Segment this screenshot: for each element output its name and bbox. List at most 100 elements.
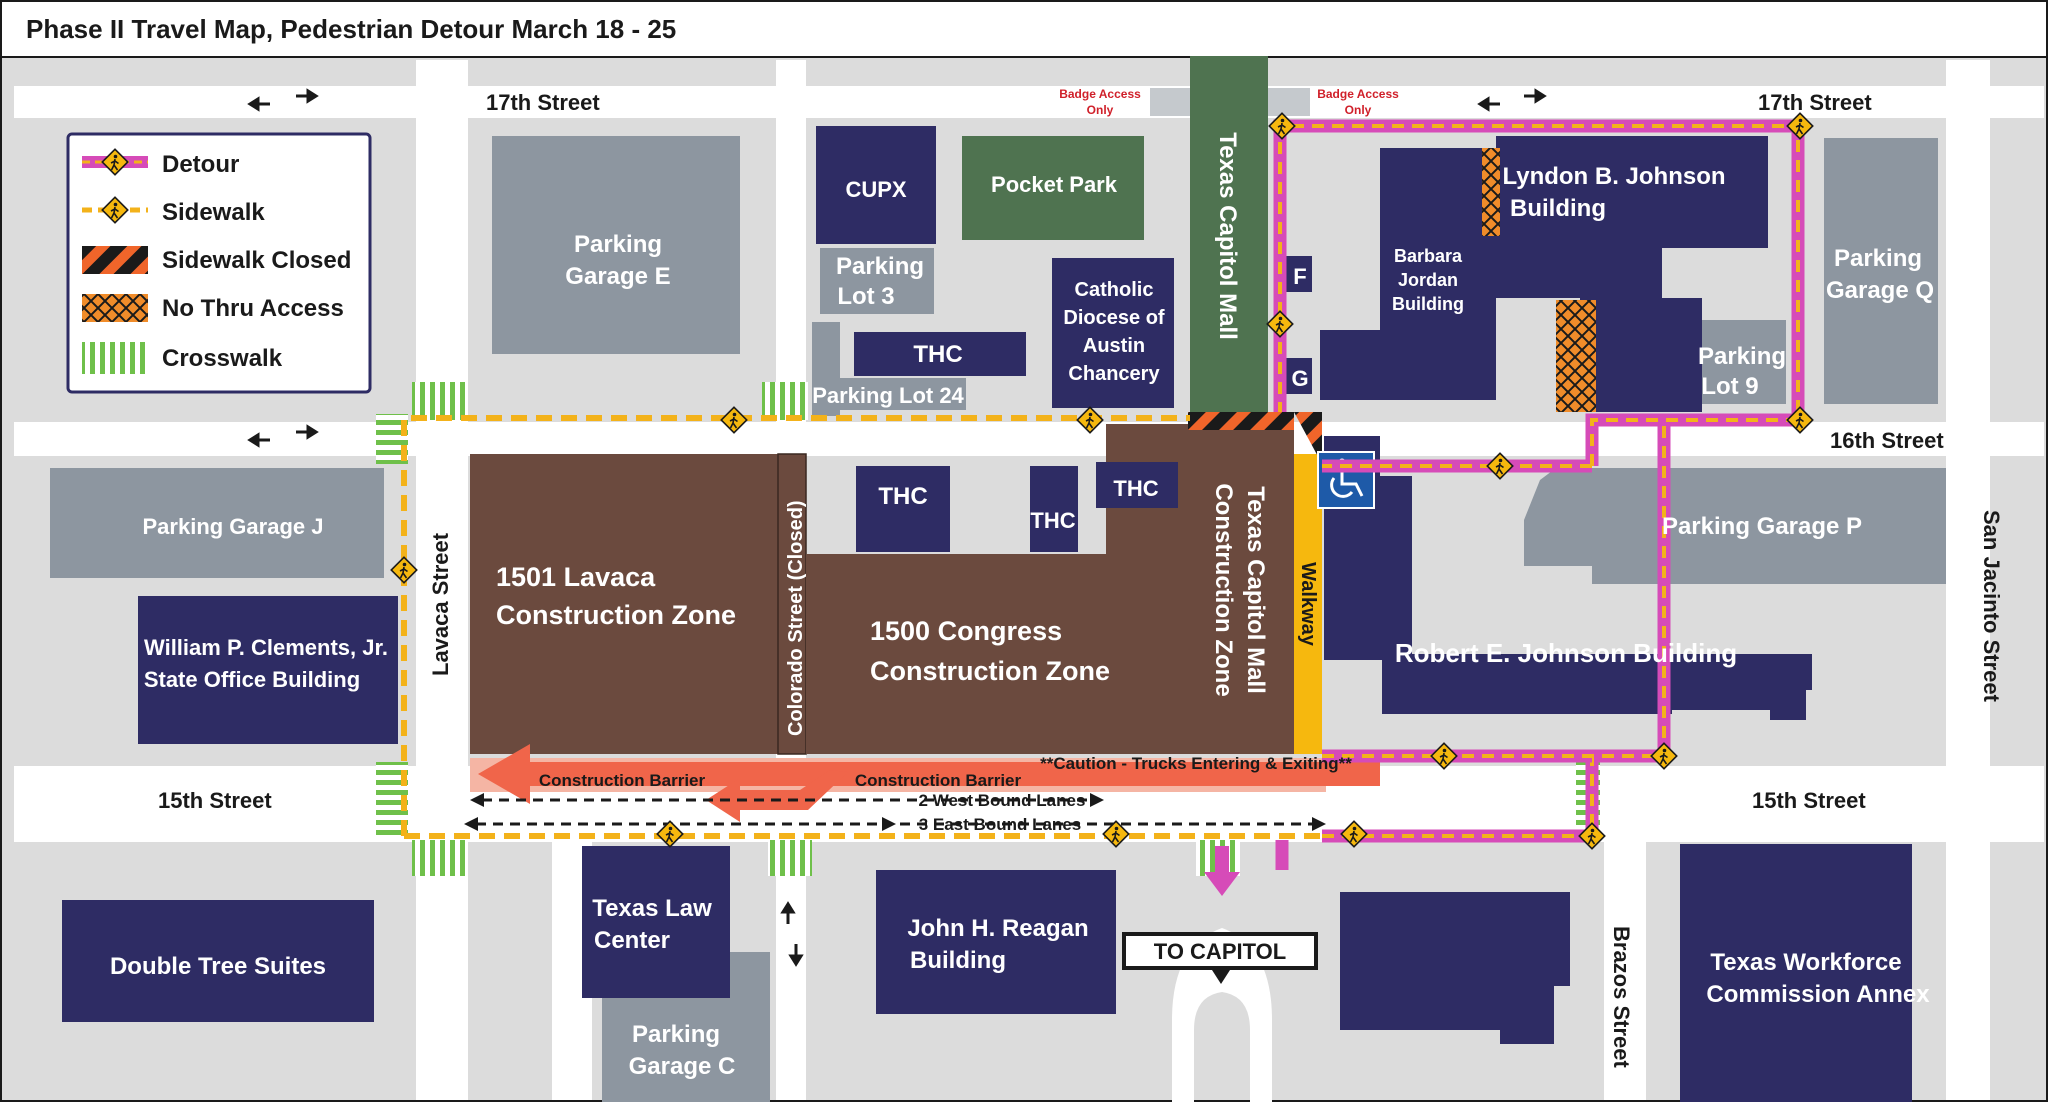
legend-no-thru-label: No Thru Access xyxy=(162,295,344,322)
parking-garage-q xyxy=(1824,138,1938,404)
texas-workforce-commission-annex xyxy=(1680,844,1912,1102)
legend-sidewalk-swatch xyxy=(82,196,148,224)
legend-closed-label: Sidewalk Closed xyxy=(162,247,351,274)
no-thru-access-barbara-jordan xyxy=(1556,300,1596,412)
thc-top-building xyxy=(854,332,1026,376)
badge-access-left: Only xyxy=(1087,103,1114,117)
legend: Detour Sidewalk Sidewalk Closed No Thru … xyxy=(66,132,372,394)
thc-b-label: THC xyxy=(1030,508,1075,533)
john-h-reagan-building xyxy=(876,870,1116,1014)
mall-zone-label: Texas Capitol Mall xyxy=(1242,486,1269,694)
texas-capitol-mall-label: Texas Capitol Mall xyxy=(1214,132,1241,340)
cupx-label: CUPX xyxy=(845,177,906,202)
street-san-jacinto: San Jacinto Street xyxy=(1979,510,2004,703)
catholic-chancery xyxy=(1052,258,1174,408)
crosswalk xyxy=(762,382,808,420)
parking-garage-q-label: Parking xyxy=(1834,245,1922,272)
parking-garage-c-label: Garage C xyxy=(629,1053,736,1080)
sidewalk-route xyxy=(401,415,1320,839)
caution-trucks-label: **Caution - Trucks Entering & Exiting** xyxy=(1040,754,1352,773)
legend-detour-label: Detour xyxy=(162,151,239,178)
street-17th-right: 17th Street xyxy=(1758,90,1872,115)
texas-capitol-mall xyxy=(1190,56,1268,412)
walkway-label: Walkway xyxy=(1297,562,1319,647)
street-15th-left: 15th Street xyxy=(158,788,272,813)
parking-lot-24-label: Parking Lot 24 xyxy=(812,383,964,408)
construction-barrier-label: Construction Barrier xyxy=(539,771,706,790)
east-bound-lanes-label: 3 East Bound Lanes xyxy=(919,815,1081,834)
to-capitol-sign: TO CAPITOL xyxy=(1122,928,1318,1102)
building-f xyxy=(1286,256,1312,292)
truck-route-arrow-long xyxy=(478,744,1380,804)
lavaca-zone-label: Construction Zone xyxy=(496,600,736,630)
congress-construction-zone xyxy=(806,554,1188,754)
parking-garage-q-label: Garage Q xyxy=(1826,277,1934,304)
thc-c-label: THC xyxy=(1113,476,1158,501)
parking-lot-24 xyxy=(812,378,966,410)
truck-route-arrow-short xyxy=(706,770,848,822)
thc-a-label: THC xyxy=(878,483,927,510)
clements-building xyxy=(138,596,398,744)
street-15th-right: 15th Street xyxy=(1752,788,1866,813)
thc-c-building xyxy=(1096,462,1178,508)
chancery-label: Diocese of xyxy=(1063,307,1164,329)
legend-no-thru-swatch xyxy=(82,294,148,322)
barbara-jordan-label: Barbara xyxy=(1394,246,1463,266)
parking-lot-3 xyxy=(820,248,934,314)
street-17th-left: 17th Street xyxy=(486,90,600,115)
twc-annex-label: Texas Workforce xyxy=(1710,949,1901,976)
building-g-label: G xyxy=(1291,366,1308,391)
street-16th: 16th Street xyxy=(1830,428,1944,453)
barbara-jordan-label: Building xyxy=(1392,294,1464,314)
thc-top-label: THC xyxy=(913,341,962,368)
lbj-building-label: Building xyxy=(1510,195,1606,222)
notes: Badge Access Only Badge Access Only Cons… xyxy=(539,87,1399,834)
mall-zone-label: Construction Zone xyxy=(1210,483,1237,696)
cupx-building xyxy=(816,126,936,244)
mall-construction-zone xyxy=(1188,424,1294,754)
pocket-park-label: Pocket Park xyxy=(991,172,1118,197)
congress-zone-label: Construction Zone xyxy=(870,656,1110,686)
double-tree-suites xyxy=(62,900,374,1022)
legend-sidewalk-label: Sidewalk xyxy=(162,199,265,226)
chancery-label: Austin xyxy=(1083,335,1145,357)
twc-annex-label: Commission Annex xyxy=(1706,981,1930,1008)
pocket-park xyxy=(962,136,1144,240)
thc-b-building xyxy=(1030,466,1078,552)
lavaca-construction-zone xyxy=(470,454,778,754)
chancery-label: Catholic xyxy=(1075,279,1154,301)
parking-garage-p-label: Parking Garage P xyxy=(1662,513,1862,540)
sidewalk-closed-corner xyxy=(1294,412,1322,464)
parking-blocks xyxy=(50,56,1946,1102)
thc-a-building xyxy=(856,466,950,552)
chancery-label: Chancery xyxy=(1068,363,1160,385)
sidewalk-closed-marker xyxy=(1188,412,1294,430)
reagan-label: John H. Reagan xyxy=(907,915,1088,942)
street-brazos: Brazos Street xyxy=(1609,926,1634,1069)
parking-lot-9-label: Lot 9 xyxy=(1701,373,1758,400)
parking-lot-3-label: Parking xyxy=(836,253,924,280)
legend-detour-swatch xyxy=(82,148,148,176)
construction-barrier-label: Construction Barrier xyxy=(855,771,1022,790)
to-capitol-box xyxy=(1122,932,1318,970)
colorado-street-closed-strip xyxy=(777,453,807,755)
parking-lot-9-label: Parking xyxy=(1698,343,1786,370)
parking-garage-e-label: Parking xyxy=(574,231,662,258)
parking-garage-p xyxy=(1524,468,1946,584)
lane-arrowheads xyxy=(464,793,1326,831)
lane-lines xyxy=(476,798,1318,826)
crosswalk xyxy=(412,840,468,876)
badge-gate-right xyxy=(1268,88,1310,116)
building-g xyxy=(1286,358,1312,394)
barbara-jordan-lbj-complex xyxy=(1320,136,1768,412)
legend-crosswalk-label: Crosswalk xyxy=(162,345,283,372)
barbara-jordan-label: Jordan xyxy=(1398,270,1458,290)
west-bound-lanes-label: 2 West Bound Lanes xyxy=(919,791,1086,810)
congress-zone-label: 1500 Congress xyxy=(870,616,1062,646)
parking-garage-j xyxy=(50,468,384,578)
unnamed-building xyxy=(1340,892,1570,1044)
reagan-label: Building xyxy=(910,947,1006,974)
street-labels: 17th Street 17th Street 16th Street 15th… xyxy=(158,90,2004,1069)
